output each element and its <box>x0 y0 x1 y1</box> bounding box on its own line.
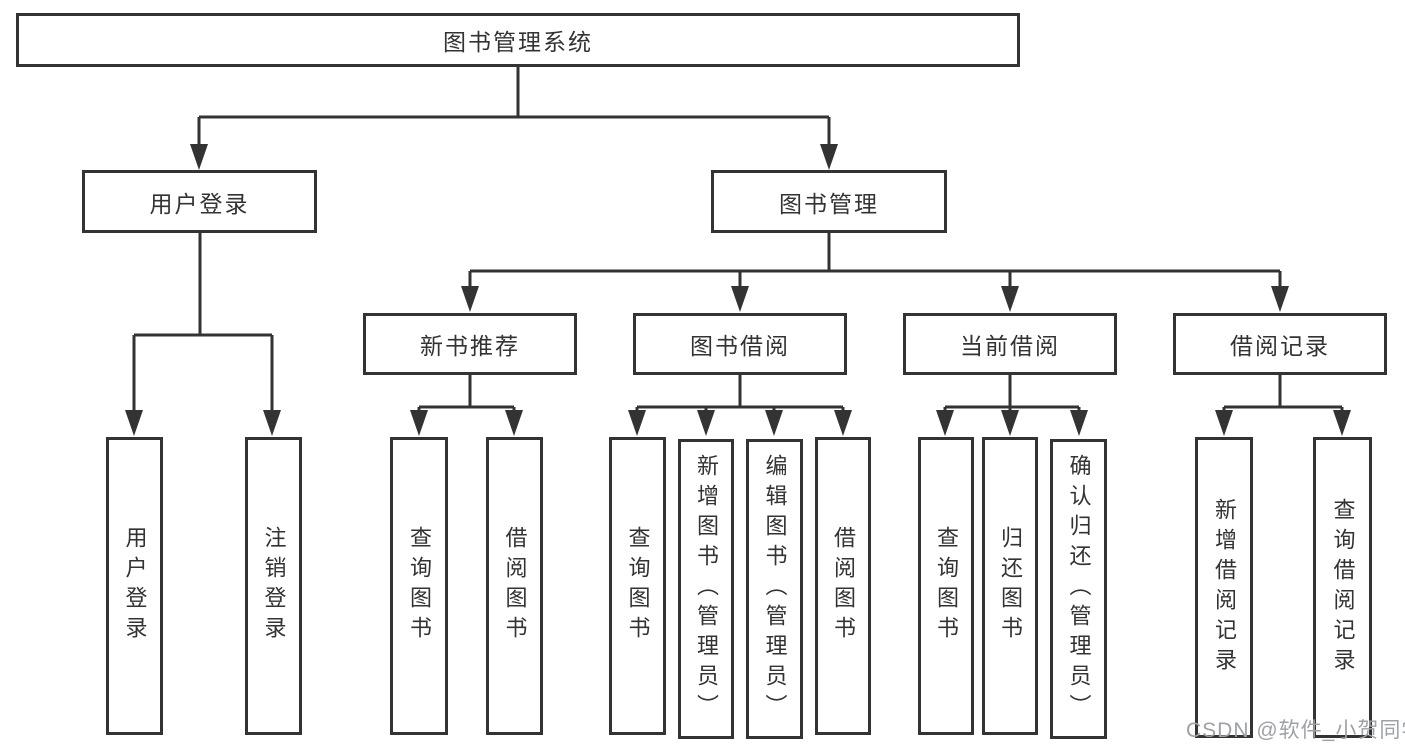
connector-newbook-to-leaves <box>417 375 516 412</box>
node-label: 查询图书 <box>407 526 432 646</box>
leaf-current-return-books: 归还图书 <box>982 437 1038 735</box>
node-current-borrowing: 当前借阅 <box>903 313 1117 375</box>
node-label: 新增借阅记录 <box>1212 497 1237 678</box>
connector-bookmgmt-to-level3 <box>468 233 1282 288</box>
node-label: 借阅记录 <box>1230 333 1330 359</box>
node-label: 用户登录 <box>122 526 148 646</box>
arrowhead-icon <box>628 410 646 436</box>
arrowhead-icon <box>820 144 838 170</box>
connector-lines <box>132 67 1344 412</box>
leaf-records-add-record: 新增借阅记录 <box>1195 437 1253 738</box>
arrowhead-icon <box>1215 410 1233 436</box>
arrowhead-icons <box>125 144 1351 436</box>
node-label: 查询图书 <box>625 526 651 646</box>
node-label: 当前借阅 <box>960 333 1060 359</box>
node-borrowing-records: 借阅记录 <box>1173 313 1387 375</box>
node-label: 归还图书 <box>998 526 1023 646</box>
arrowhead-icon <box>1271 286 1289 312</box>
connector-root-to-level2 <box>197 67 831 146</box>
csdn-watermark: CSDN @软件_小贺同学 <box>1186 719 1405 742</box>
leaf-newbook-query-books: 查询图书 <box>390 437 448 735</box>
arrowhead-icon <box>1001 410 1019 436</box>
arrowhead-icon <box>1333 410 1351 436</box>
node-book-borrowing: 图书借阅 <box>633 313 847 375</box>
leaf-logout: 注销登录 <box>245 437 302 735</box>
node-label: 用户登录 <box>149 190 250 217</box>
arrowhead-icon <box>505 410 523 436</box>
arrowhead-icon <box>731 286 749 312</box>
arrowhead-icon <box>834 410 852 436</box>
node-label: 图书管理 <box>779 190 879 217</box>
leaf-current-query-books: 查询图书 <box>918 437 974 735</box>
arrowhead-icon <box>461 286 479 312</box>
arrowhead-icon <box>936 410 954 436</box>
arrowhead-icon <box>765 410 783 436</box>
node-user-login: 用户登录 <box>82 170 317 233</box>
arrowhead-icon <box>190 144 208 170</box>
leaf-borrow-query-books: 查询图书 <box>609 437 666 735</box>
node-label: 新书推荐 <box>420 333 520 359</box>
node-book-management: 图书管理 <box>711 170 947 233</box>
leaf-records-query-record: 查询借阅记录 <box>1313 437 1372 738</box>
connector-bookborrow-to-leaves <box>635 375 845 412</box>
arrowhead-icon <box>1070 410 1088 436</box>
leaf-current-confirm-return-admin: 确认归还（管理员） <box>1050 439 1107 739</box>
node-label: 注销登录 <box>261 526 287 646</box>
leaf-borrow-borrow-books: 借阅图书 <box>815 437 871 735</box>
arrowhead-icon <box>125 410 143 436</box>
connector-userlogin-to-leaves <box>132 233 274 412</box>
node-label: 编辑图书（管理员） <box>762 454 788 724</box>
leaf-borrow-add-books-admin: 新增图书（管理员） <box>678 439 734 739</box>
node-label: 查询借阅记录 <box>1330 497 1356 678</box>
node-label: 查询图书 <box>934 526 959 646</box>
arrowhead-icon <box>697 410 715 436</box>
connector-records-to-leaves <box>1222 375 1344 412</box>
node-label: 确认归还（管理员） <box>1066 454 1092 724</box>
leaf-user-login: 用户登录 <box>106 437 163 735</box>
leaf-newbook-borrow-books: 借阅图书 <box>486 437 543 735</box>
node-label: 图书借阅 <box>690 333 790 359</box>
arrowhead-icon <box>410 410 428 436</box>
leaf-borrow-edit-books-admin: 编辑图书（管理员） <box>746 439 803 739</box>
node-label: 借阅图书 <box>831 526 856 646</box>
arrowhead-icon <box>1001 286 1019 312</box>
arrowhead-icon <box>263 410 281 436</box>
connector-currentborrow-to-leaves <box>943 375 1081 412</box>
node-new-book-recommend: 新书推荐 <box>363 313 577 375</box>
node-label: 图书管理系统 <box>443 29 593 55</box>
node-label: 新增图书（管理员） <box>694 454 719 724</box>
node-label: 借阅图书 <box>502 526 528 646</box>
node-root-library-system: 图书管理系统 <box>16 13 1020 67</box>
